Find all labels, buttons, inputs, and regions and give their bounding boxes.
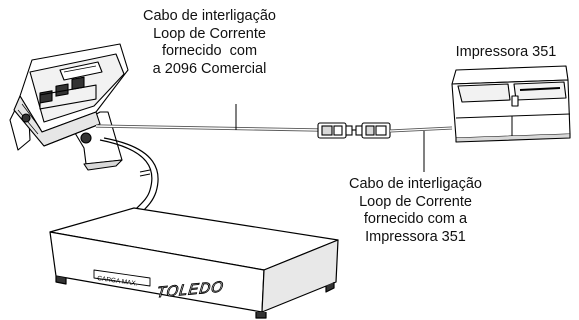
cable-bottom-line-3: fornecido com a bbox=[363, 211, 468, 227]
cable-bottom-line-1: Cabo de interligação bbox=[348, 176, 482, 192]
head-cables bbox=[95, 124, 319, 233]
printer-cable bbox=[389, 126, 453, 133]
cable-top-line-3: fornecido com bbox=[161, 43, 258, 59]
cable-bottom-label: Cabo de interligação Loop de Corrente fo… bbox=[338, 176, 493, 246]
cable-bottom-line-2: Loop de Corrente bbox=[359, 193, 472, 210]
scale-indicator bbox=[9, 43, 129, 171]
cable-top-line-4: a 2096 Comercial bbox=[152, 60, 267, 77]
printer-351 bbox=[451, 65, 571, 143]
platform-brand-logo: TOLEDO bbox=[156, 278, 225, 301]
cable-bottom-line-4: Impressora 351 bbox=[365, 228, 466, 245]
cable-top-line-1: Cabo de interligação bbox=[142, 8, 276, 24]
printer-label: Impressora 351 bbox=[455, 44, 557, 60]
leader-lines bbox=[235, 104, 425, 172]
scale-platform bbox=[49, 207, 339, 319]
cable-connector bbox=[317, 122, 391, 139]
cable-top-line-2: Loop de Corrente bbox=[153, 25, 266, 42]
cable-top-label: Cabo de interligação Loop de Corrente fo… bbox=[132, 8, 287, 78]
